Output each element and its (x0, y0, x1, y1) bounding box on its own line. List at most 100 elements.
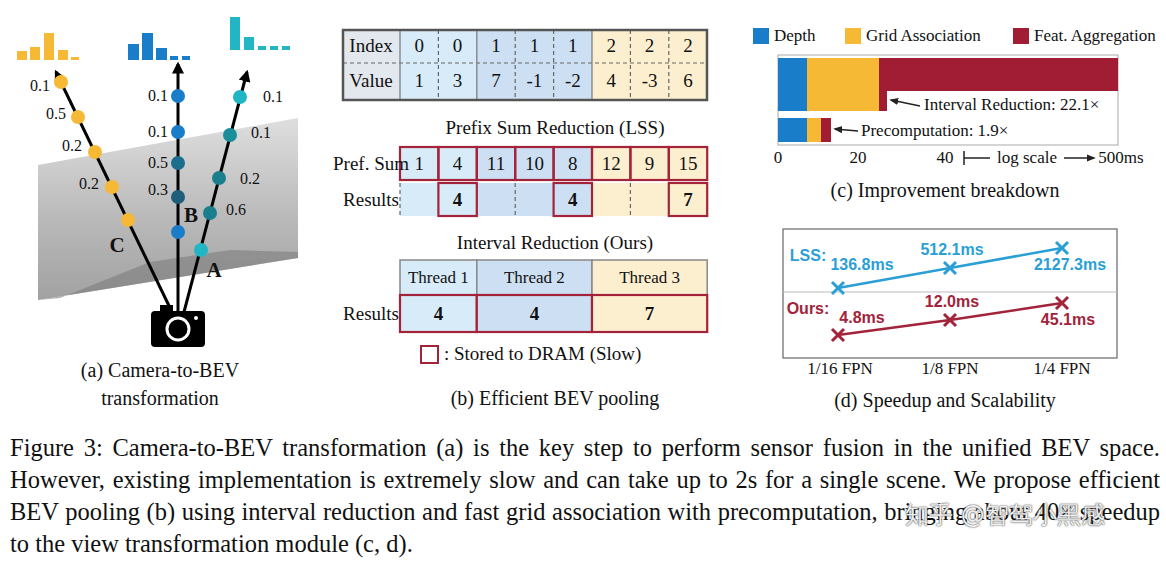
group-background (400, 147, 477, 180)
group-background (400, 183, 477, 216)
scale-arrow (964, 157, 990, 159)
table-frame (343, 30, 707, 100)
table-cell: 8 (568, 154, 578, 175)
depth-bar (778, 118, 807, 142)
table-cell: 11 (487, 154, 505, 175)
axis-note: log scale (997, 149, 1057, 168)
section-title: Interval Reduction (Ours) (457, 233, 653, 254)
teal-histogram (230, 17, 290, 50)
group-dividers (400, 30, 592, 100)
depth-points (54, 75, 247, 257)
dram-cells (400, 147, 707, 180)
legend-swatch (753, 28, 769, 44)
data-value: 136.8ms (830, 256, 893, 274)
legend-text: Grid Association (866, 27, 981, 46)
axis-tick: 1/16 FPN (807, 360, 873, 379)
blue-histogram (128, 33, 190, 60)
subcaption: (d) Speedup and Scalability (834, 389, 1056, 411)
axis-tick: 20 (850, 149, 867, 168)
column-dividers (438, 30, 668, 100)
table-cell: -2 (565, 71, 581, 92)
dram-cell (477, 295, 592, 332)
table-cell: 2 (645, 36, 655, 57)
table-cell: -1 (526, 71, 542, 92)
table-cell: 0 (453, 36, 463, 57)
depth-probability: 0.2 (79, 175, 99, 193)
group-background (477, 30, 592, 100)
subcaption: (a) Camera-to-BEV transformation (55, 356, 265, 412)
series-label: LSS: (790, 247, 826, 265)
table-cell: 4 (568, 190, 578, 211)
thread-cell (400, 260, 477, 295)
aggregation-bar (879, 58, 1118, 91)
row-label: Index (349, 36, 392, 57)
chart-frame (783, 229, 1117, 358)
axis-tick: 500ms (1098, 149, 1143, 168)
scalability-chart (783, 229, 1117, 358)
axis-tick: 0 (774, 149, 783, 168)
table-cell: 1 (414, 154, 424, 175)
point-label: B (184, 204, 198, 227)
table-cell: Thread 1 (408, 269, 469, 288)
table-cell: -3 (642, 71, 658, 92)
road-shape (38, 250, 298, 300)
bev-pooling-tables (343, 30, 707, 332)
annotation-arrow (835, 129, 858, 131)
table-cell: 1 (530, 36, 540, 57)
table-cell: 4 (606, 71, 616, 92)
annotation-arrow (891, 100, 920, 106)
dram-cell (400, 295, 477, 332)
depth-probability: 0.1 (263, 88, 283, 106)
table-cell: 1 (414, 71, 424, 92)
table-cell: 3 (453, 71, 463, 92)
image-plane (38, 118, 298, 300)
scale-arrow (1064, 157, 1094, 159)
table-cell: 10 (525, 154, 544, 175)
series-label: Ours: (787, 300, 830, 318)
chart-frame (778, 55, 1118, 145)
point-label: A (206, 259, 221, 282)
depth-probability: 0.1 (148, 123, 168, 141)
table-cell: 4 (453, 154, 463, 175)
axis-tick: 1/4 FPN (1033, 360, 1090, 379)
row-divider (343, 62, 707, 63)
table-cell: 4 (434, 304, 444, 325)
table-cell: 0 (414, 36, 424, 57)
table-cell: 7 (683, 190, 693, 211)
table-cell: 7 (645, 304, 655, 325)
data-value: 512.1ms (920, 241, 983, 259)
table-cell: Thread 2 (504, 269, 565, 288)
table-cell: 15 (679, 154, 698, 175)
depth-probability: 0.3 (148, 181, 168, 199)
subcaption: (c) Improvement breakdown (831, 179, 1060, 201)
table-cell: 2 (683, 36, 693, 57)
depth-probability: 0.6 (226, 201, 246, 219)
legend-outline-sample (420, 345, 439, 364)
group-background (592, 147, 707, 180)
legend-swatch (845, 28, 861, 44)
group-background (477, 147, 592, 180)
legend-text: : Stored to DRAM (Slow) (444, 344, 641, 365)
table-cell: Thread 3 (619, 269, 680, 288)
table-cell: 6 (683, 71, 693, 92)
data-value: 2127.3ms (1034, 256, 1106, 274)
depth-probability: 0.5 (46, 105, 66, 123)
dram-cells (438, 183, 707, 216)
table-cell: 7 (491, 71, 501, 92)
data-value: 4.8ms (839, 309, 884, 327)
dram-cell (592, 295, 707, 332)
axis-tick: 40 (937, 149, 954, 168)
row-label: Results (343, 190, 399, 211)
axis-tick: 1/8 FPN (921, 360, 978, 379)
table-cell: 4 (530, 304, 540, 325)
group-background (400, 30, 477, 100)
table-cell: 9 (645, 154, 655, 175)
legend-swatch (1013, 28, 1029, 44)
row-label: Pref. Sum (333, 154, 409, 175)
group-background (592, 30, 707, 100)
data-value: 45.1ms (1041, 311, 1095, 329)
watermark: 知乎 @智驾小黑感 (905, 502, 1105, 528)
camera-ray (184, 72, 247, 312)
depth-probability: 0.1 (251, 124, 271, 142)
